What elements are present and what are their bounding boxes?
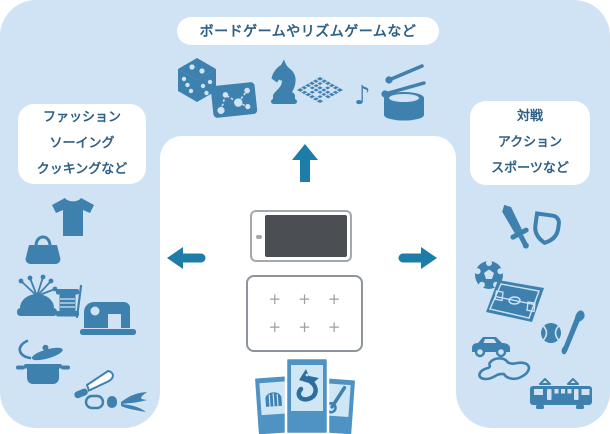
- device-button: [256, 235, 262, 239]
- checkerboard-icon: [296, 76, 344, 106]
- toy-car-icon: [470, 334, 512, 358]
- left-category-line3: クッキングなど: [36, 162, 128, 177]
- race-track-icon: [474, 348, 536, 382]
- right-category-line1: 対戦: [516, 109, 543, 124]
- left-category-line1: ファッション: [42, 110, 121, 125]
- train-icon: [528, 376, 594, 410]
- left-arrow-icon: [167, 247, 206, 269]
- game-device: [250, 210, 352, 262]
- right-category-line2: アクション: [497, 135, 563, 150]
- expansion-slot-plus: +: [268, 289, 282, 308]
- kitchen-knife-icon: [74, 369, 118, 400]
- soccer-field-icon: [486, 278, 546, 326]
- baseball-bat-icon: [560, 306, 586, 356]
- top-category-label: ボードゲームやリズムゲームなど: [177, 17, 439, 45]
- expansion-slot-plus: +: [298, 318, 311, 337]
- left-category-label: ファッション ソーイング クッキングなど: [18, 104, 146, 184]
- expansion-slot-panel: + + + + + +: [246, 275, 363, 352]
- sword-icon: [498, 202, 534, 252]
- soccer-ball-icon: [474, 260, 504, 290]
- sewing-machine-icon: [80, 298, 138, 336]
- shield-icon: [532, 211, 562, 246]
- left-category-line2: ソーイング: [49, 136, 115, 151]
- music-note-glyph: ♪: [354, 81, 371, 111]
- trading-cards-icon: [250, 356, 362, 434]
- card-left: [253, 374, 295, 434]
- card-middle: [284, 356, 330, 434]
- right-category-line3: スポーツなど: [491, 161, 569, 176]
- right-category-label: 対戦 アクション スポーツなど: [470, 101, 590, 185]
- cooking-pot-icon: [14, 338, 72, 385]
- board-game-map-icon: [210, 82, 258, 118]
- pincushion-icon: [16, 272, 58, 318]
- top-category-text: ボードゲームやリズムゲームなど: [199, 24, 417, 40]
- t-shirt-icon: [52, 198, 94, 236]
- right-arrow-icon: [398, 247, 437, 269]
- expansion-slot-plus: +: [268, 318, 282, 337]
- expansion-slot-plus: +: [298, 289, 311, 308]
- drum-and-sticks-icon: ♪: [352, 56, 426, 121]
- thread-spool-icon: [55, 284, 83, 319]
- expansion-slot-plus: +: [327, 318, 341, 337]
- device-screen: [265, 215, 347, 257]
- vegetables-icon: [84, 390, 148, 414]
- chess-knight-icon: [268, 56, 300, 104]
- baseball-icon: [540, 322, 562, 344]
- handbag-icon: [25, 230, 61, 265]
- expansion-slot-plus: +: [327, 289, 341, 308]
- up-arrow-icon: [292, 144, 318, 182]
